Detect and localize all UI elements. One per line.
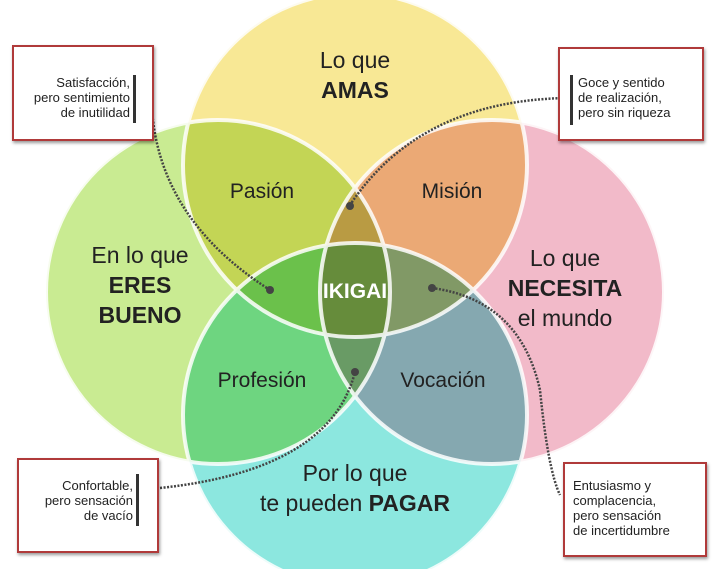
zone-mision: Misión (421, 180, 483, 203)
zone-ikigai: IKIGAI (322, 280, 388, 303)
zone-pasion: Pasión (229, 180, 295, 203)
circle-pagar (183, 243, 527, 569)
zone-profesion: Profesión (217, 369, 307, 392)
zone-vocacion: Vocación (400, 369, 486, 392)
